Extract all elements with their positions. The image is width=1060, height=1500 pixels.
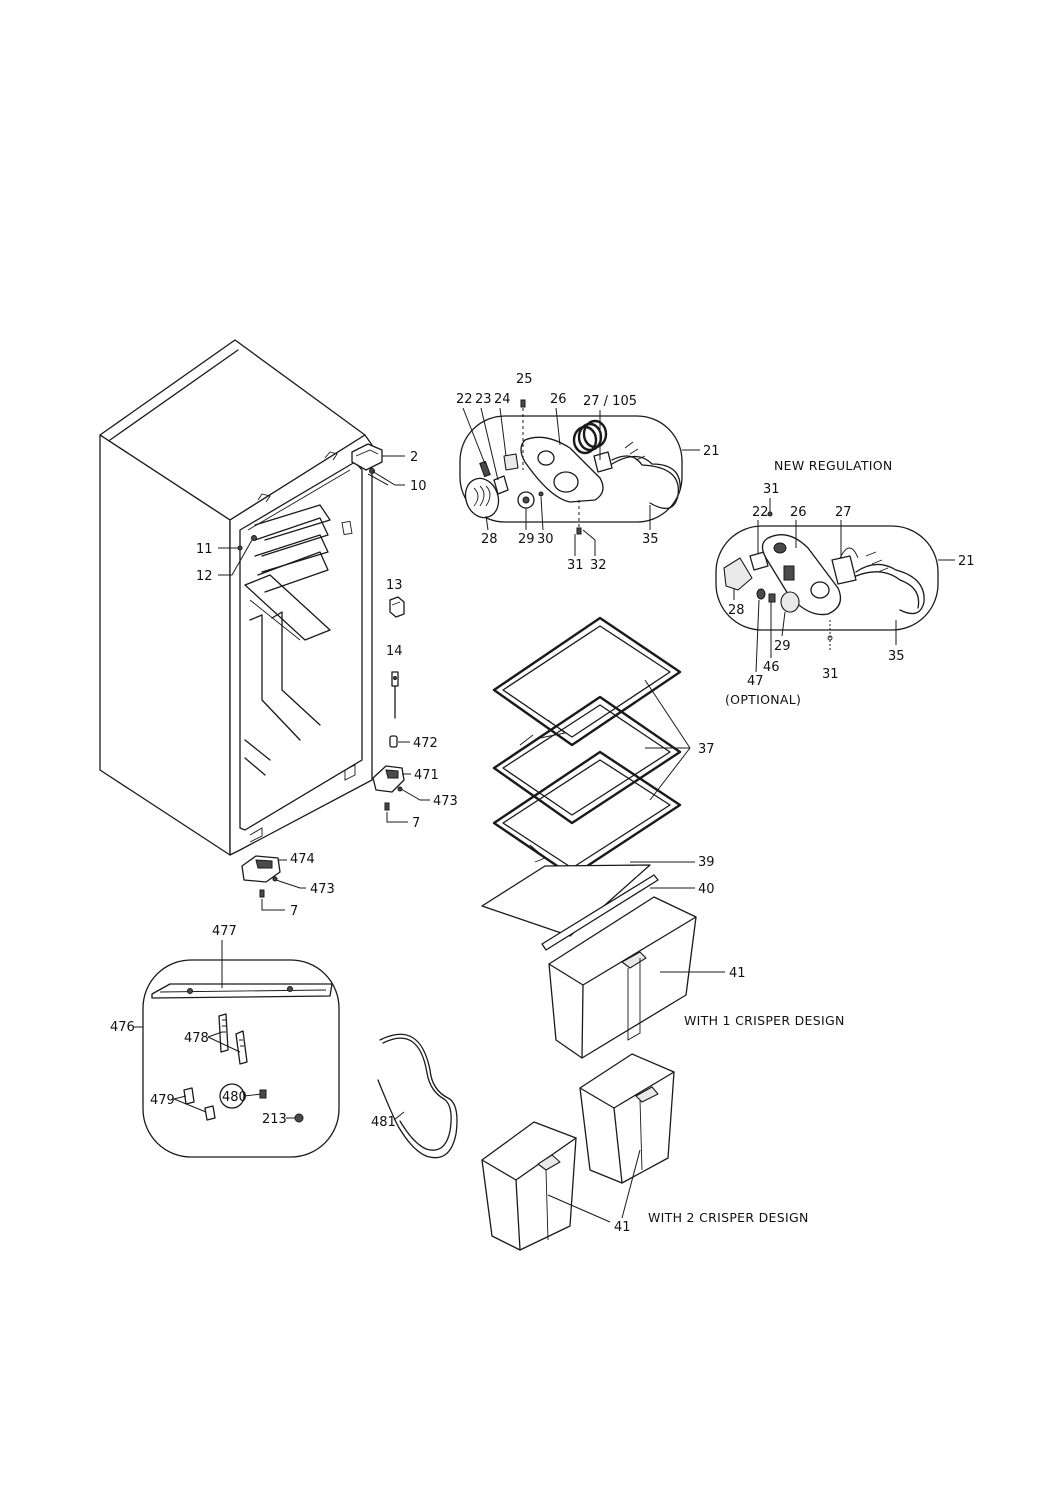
label-h476: 476 (110, 1020, 135, 1035)
label-n31a: 31 (763, 482, 780, 497)
label-r32: 32 (590, 558, 607, 573)
label-472: 472 (413, 736, 438, 751)
label-s41b: 41 (614, 1220, 631, 1235)
label-r21: 21 (703, 444, 720, 459)
label-h480: 480 (222, 1090, 247, 1105)
part-14-pin (391, 671, 399, 719)
label-11: 11 (196, 542, 213, 557)
label-471: 471 (414, 768, 439, 783)
label-s37: 37 (698, 742, 715, 757)
label-r31: 31 (567, 558, 584, 573)
label-h478: 478 (184, 1031, 209, 1046)
label-r22: 22 (456, 392, 473, 407)
label-n35: 35 (888, 649, 905, 664)
door-reversal-kit (142, 959, 340, 1158)
label-s39: 39 (698, 855, 715, 870)
crisper-drawers-double (481, 1053, 675, 1251)
label-r27-105: 27 / 105 (583, 394, 637, 409)
caption-new-regulation: NEW REGULATION (774, 458, 893, 473)
label-r26: 26 (550, 392, 567, 407)
part-13-clip (389, 596, 405, 618)
part-7-screw-b (259, 889, 285, 911)
label-10: 10 (410, 479, 427, 494)
label-r28: 28 (481, 532, 498, 547)
label-h479: 479 (150, 1093, 175, 1108)
label-n47: 47 (747, 674, 764, 689)
label-473b: 473 (310, 882, 335, 897)
label-13: 13 (386, 578, 403, 593)
crisper-drawer-single (548, 896, 697, 1059)
label-n22: 22 (752, 505, 769, 520)
caption-one-crisper: WITH 1 CRISPER DESIGN (684, 1013, 845, 1028)
label-7b: 7 (290, 904, 298, 919)
label-s41a: 41 (729, 966, 746, 981)
label-n28: 28 (728, 603, 745, 618)
part-474-foot (241, 855, 281, 883)
thermostat-assembly-group (459, 399, 683, 535)
label-n27: 27 (835, 505, 852, 520)
label-n21: 21 (958, 554, 975, 569)
label-h477: 477 (212, 924, 237, 939)
crisper-rail (541, 874, 659, 951)
label-r24: 24 (494, 392, 511, 407)
door-gasket (377, 1033, 458, 1159)
label-14: 14 (386, 644, 403, 659)
label-12: 12 (196, 569, 213, 584)
label-g481: 481 (371, 1115, 396, 1130)
new-regulation-group (715, 498, 939, 650)
label-r25: 25 (516, 372, 533, 387)
label-n29: 29 (774, 639, 791, 654)
label-s40: 40 (698, 882, 715, 897)
label-r29: 29 (518, 532, 535, 547)
part-472-bushing (389, 735, 398, 748)
label-473a: 473 (433, 794, 458, 809)
label-r35: 35 (642, 532, 659, 547)
label-r30: 30 (537, 532, 554, 547)
label-r23: 23 (475, 392, 492, 407)
label-7a: 7 (412, 816, 420, 831)
crisper-cover-glass (481, 864, 651, 937)
label-474: 474 (290, 852, 315, 867)
label-n31b: 31 (822, 667, 839, 682)
glass-shelves (492, 616, 682, 878)
part-7-screw-a (384, 802, 408, 823)
caption-two-crisper: WITH 2 CRISPER DESIGN (648, 1210, 809, 1225)
caption-optional: (OPTIONAL) (725, 692, 801, 707)
part-471-hinge-bracket (372, 765, 405, 793)
label-2: 2 (410, 450, 418, 465)
label-h213: 213 (262, 1112, 287, 1127)
label-n46: 46 (763, 660, 780, 675)
fridge-cabinet (99, 339, 373, 856)
label-n26: 26 (790, 505, 807, 520)
